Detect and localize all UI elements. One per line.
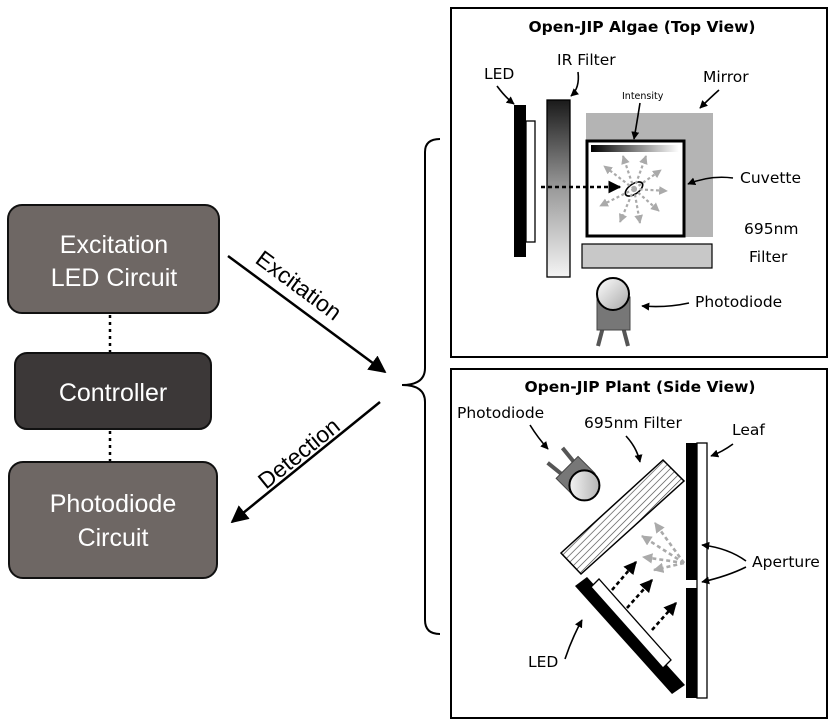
intensity-pointer [631, 102, 641, 140]
plant-photodiode-pointer [529, 424, 549, 450]
intensity-label: Intensity [622, 91, 664, 102]
photodiode-block-line2: Circuit [78, 524, 149, 552]
algae-panel-frame [450, 7, 828, 358]
holder-lower [686, 588, 697, 698]
algae-photodiode-pointer [641, 302, 690, 311]
plant-photodiode [546, 446, 601, 502]
plant-led-label: LED [528, 653, 558, 671]
aperture-pointer-lower [701, 566, 747, 585]
aperture-pointer-upper [701, 541, 747, 562]
photodiode-circuit-block: Photodiode Circuit [8, 461, 218, 579]
algae-photodiode [596, 277, 631, 347]
plant-photodiode-label: Photodiode [457, 404, 544, 422]
algae-695nm-filter [581, 243, 713, 269]
plant-695nm-filter [559, 458, 686, 576]
algae-led-pointer [496, 85, 515, 105]
plant-panel-title: Open-JIP Plant (Side View) [524, 378, 755, 396]
plant-filter-pointer [625, 435, 643, 463]
algae-filter-label-line2: Filter [749, 248, 788, 266]
ir-filter [546, 99, 571, 278]
holder-upper [686, 443, 697, 580]
algae-led-lens [525, 120, 536, 243]
aperture-label: Aperture [752, 553, 820, 571]
plant-fluorescence-arrows [641, 522, 686, 573]
plant-panel-frame [450, 368, 828, 719]
algae-panel-title: Open-JIP Algae (Top View) [528, 18, 755, 36]
ir-filter-label: IR Filter [557, 51, 616, 69]
algae-led-label: LED [484, 65, 514, 83]
plant-led-bar [575, 577, 685, 694]
detection-arrow-label: Detection [253, 413, 345, 494]
leaf-label: Leaf [732, 421, 765, 439]
intensity-gradient [591, 145, 679, 152]
excitation-led-circuit-block: Excitation LED Circuit [7, 204, 220, 314]
grouping-brace [401, 138, 441, 635]
leaf-pointer [710, 443, 734, 458]
plant-led-pointer [564, 619, 583, 660]
excitation-block-line1: Excitation [60, 231, 168, 259]
excitation-block-line2: LED Circuit [51, 264, 177, 292]
algae-filter-label-line1: 695nm [744, 220, 799, 238]
plant-excitation-arrows [611, 561, 677, 631]
photodiode-block-line1: Photodiode [50, 490, 177, 518]
mirror-pointer [699, 89, 720, 109]
excitation-arrow [227, 254, 387, 374]
cuvette-label: Cuvette [740, 169, 801, 187]
controller-block: Controller [14, 352, 212, 430]
fluorescence-rays [599, 155, 668, 224]
leaf [696, 442, 708, 699]
plant-filter-label: 695nm Filter [584, 414, 682, 432]
detection-arrow [230, 401, 381, 524]
controller-label: Controller [59, 379, 167, 407]
excitation-arrow-label: Excitation [251, 245, 347, 325]
algae-led-bar [514, 105, 526, 257]
algae-photodiode-label: Photodiode [695, 293, 782, 311]
mirror-label: Mirror [703, 68, 749, 86]
ir-filter-pointer [570, 71, 580, 97]
plant-led-lens [590, 578, 672, 669]
cuvette-pointer [687, 176, 734, 185]
